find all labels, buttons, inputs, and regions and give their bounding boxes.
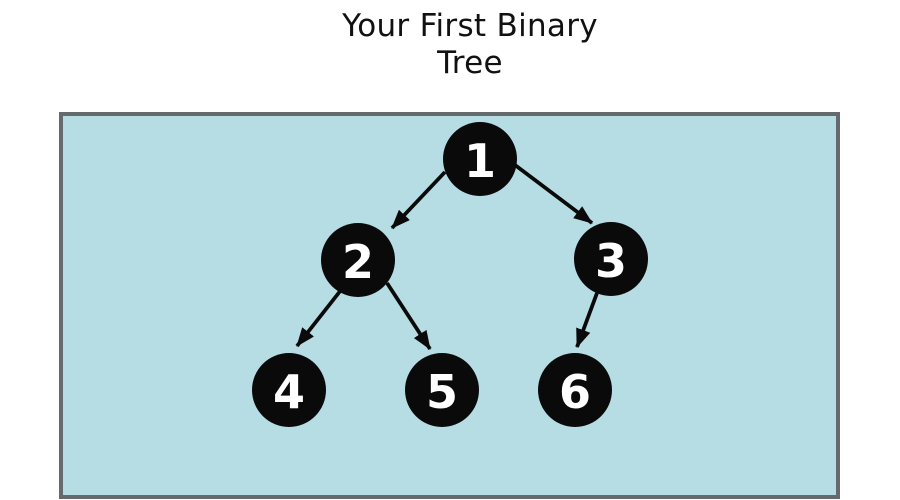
tree-edge-2-4	[295, 288, 343, 348]
tree-node-5: 5	[405, 353, 479, 427]
tree-edge-1-3	[513, 163, 594, 225]
tree-edge-2-5	[385, 281, 432, 351]
tree-node-circle-1	[443, 122, 517, 196]
tree-node-6: 6	[538, 353, 612, 427]
tree-node-circle-4	[252, 353, 326, 427]
tree-node-label-6: 6	[559, 365, 591, 419]
tree-node-label-1: 1	[464, 134, 496, 188]
tree-node-label-2: 2	[342, 235, 374, 289]
tree-node-label-4: 4	[273, 365, 305, 419]
tree-node-3: 3	[574, 222, 648, 296]
tree-node-circle-5	[405, 353, 479, 427]
diagram-title: Your First Binary Tree	[20, 8, 900, 82]
title-line-2: Tree	[437, 45, 503, 81]
tree-node-circle-2	[321, 223, 395, 297]
tree-node-1: 1	[443, 122, 517, 196]
tree-node-label-3: 3	[595, 234, 627, 288]
tree-edge-1-2	[390, 170, 447, 230]
tree-node-circle-3	[574, 222, 648, 296]
tree-node-label-5: 5	[426, 365, 458, 419]
tree-node-circle-6	[538, 353, 612, 427]
tree-node-2: 2	[321, 223, 395, 297]
tree-node-4: 4	[252, 353, 326, 427]
title-line-1: Your First Binary	[342, 8, 598, 44]
tree-edge-3-6	[575, 292, 599, 348]
